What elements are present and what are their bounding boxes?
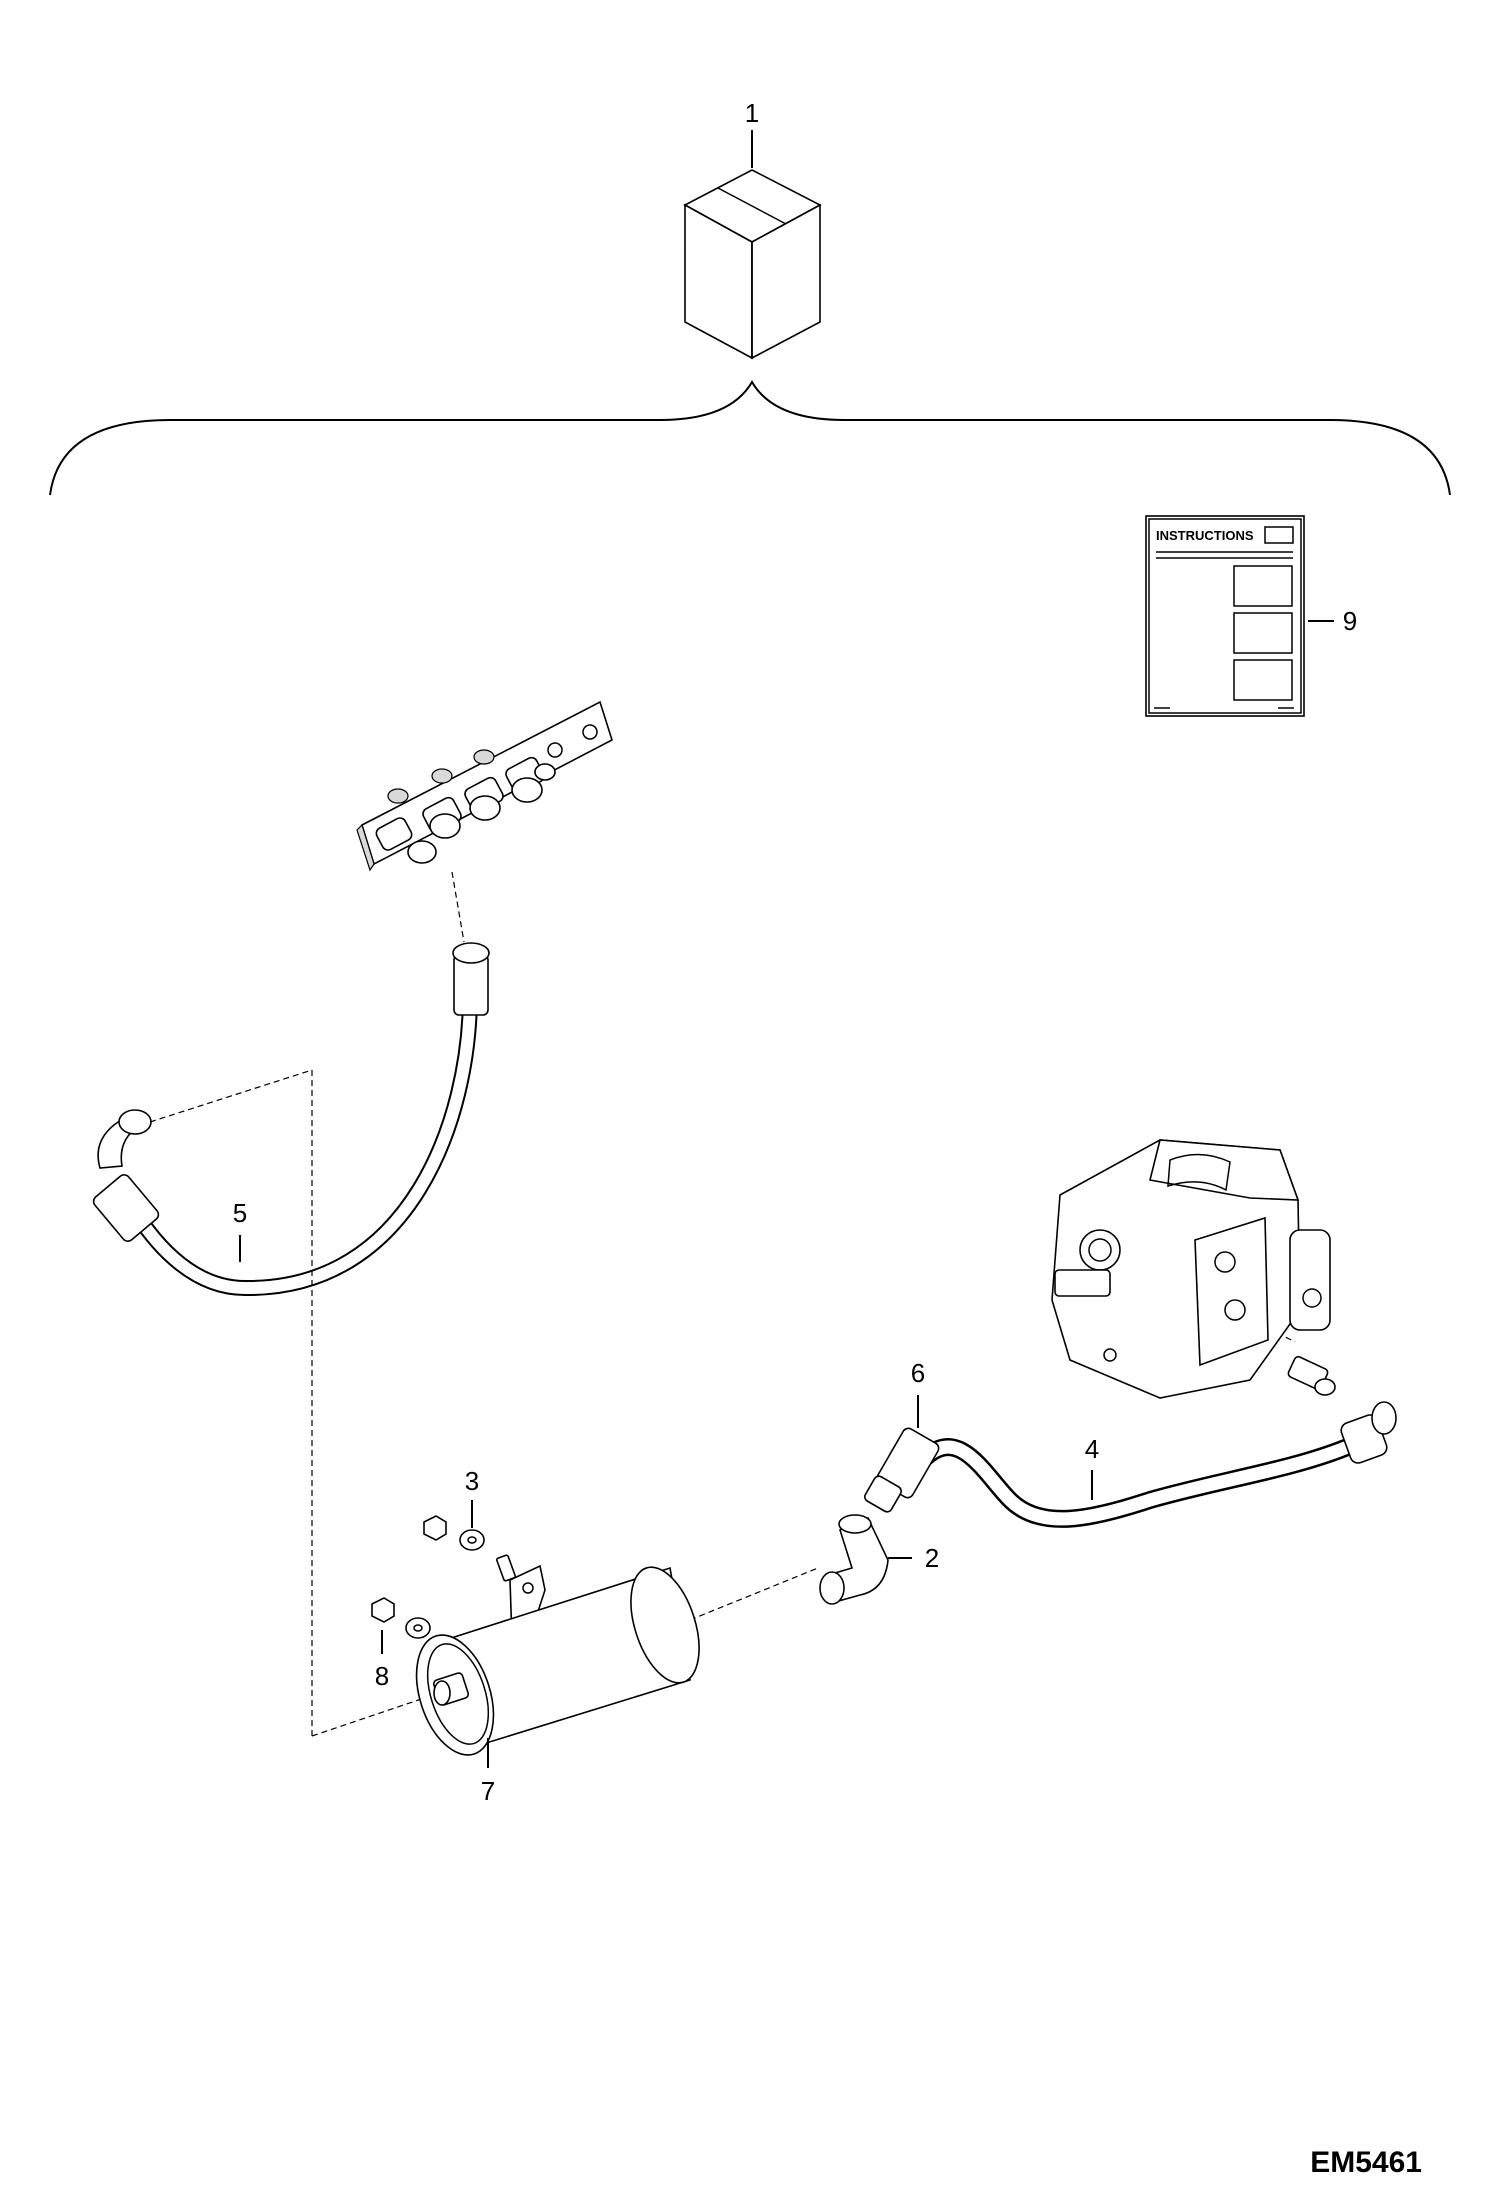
callout-6: 6 <box>911 1358 925 1388</box>
hose-item-5 <box>92 942 490 1297</box>
hydraulic-pump <box>1051 1139 1331 1399</box>
instructions-sheet-item-9: INSTRUCTIONS <box>1145 515 1305 717</box>
callout-3: 3 <box>465 1466 479 1496</box>
kit-box-item-1 <box>683 169 822 360</box>
pump-fitting <box>1287 1355 1336 1396</box>
drawing-id: EM5461 <box>1310 2146 1422 2179</box>
valve-manifold <box>356 700 613 872</box>
hose-item-4 <box>916 1401 1397 1528</box>
instructions-title: INSTRUCTIONS <box>1156 528 1254 543</box>
canister-item-7 <box>415 1554 700 1756</box>
kit-brace <box>49 380 1451 496</box>
callout-9: 9 <box>1343 606 1357 636</box>
callout-4: 4 <box>1085 1434 1099 1464</box>
nut-washer-item-8 <box>371 1597 431 1639</box>
fitting-item-6 <box>864 1427 940 1513</box>
elbow-fitting-item-2 <box>819 1514 889 1605</box>
assembly-guide-lines <box>149 871 1296 1737</box>
callout-1: 1 <box>745 98 759 128</box>
callout-7: 7 <box>481 1776 495 1806</box>
callout-5: 5 <box>233 1198 247 1228</box>
callout-8: 8 <box>375 1661 389 1691</box>
callout-2: 2 <box>925 1543 939 1573</box>
nut-washer-item-3 <box>423 1515 485 1551</box>
